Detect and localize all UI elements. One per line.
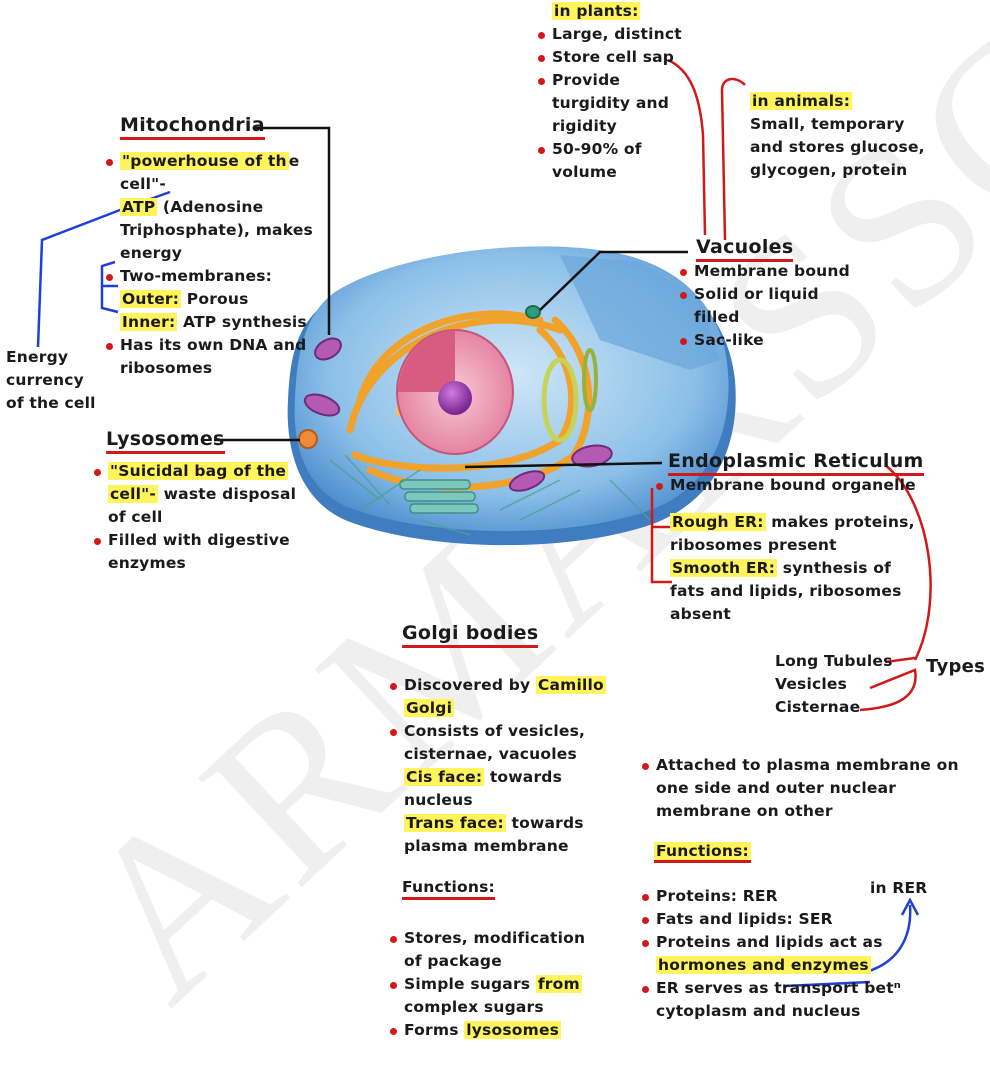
golgi-line: Trans face: towards [404, 814, 584, 832]
er-func: Proteins: RER [640, 885, 980, 908]
mitochondria-title: Mitochondria [104, 114, 344, 140]
er-functions-block: Functions: Proteins: RER Fats and lipids… [640, 840, 980, 1023]
er-types: Long Tubules Vesicles Cisternae [775, 650, 895, 719]
plants-item: 50-90% of [536, 138, 696, 161]
er-line: fats and lipids, ribosomes [670, 582, 902, 600]
golgi-block: Golgi bodies Discovered by Camillo Golgi… [388, 622, 628, 1042]
vacuole-point: Membrane bound [678, 260, 878, 283]
er-block: Endoplasmic Reticulum Membrane bound org… [654, 450, 984, 626]
connector-er [464, 461, 663, 469]
lyso-line: enzymes [108, 554, 186, 572]
mito-line: Inner: ATP synthesis [120, 313, 307, 331]
organelle-blobs [298, 305, 598, 449]
golgi-line: Discovered by Camillo [388, 674, 628, 697]
golgi-func: Forms lysosomes [388, 1019, 628, 1042]
animals-item: and stores glucose, [750, 138, 925, 156]
lyso-line: of cell [108, 508, 163, 526]
golgi-line: Golgi [404, 699, 455, 717]
golgi-line: plasma membrane [404, 837, 569, 855]
mito-line: Triphosphate), makes [120, 221, 313, 239]
mito-line: ATP (Adenosine [120, 198, 264, 216]
er-attached: Attached to plasma membrane on one side … [640, 754, 980, 823]
er-bracket [650, 464, 932, 661]
er-line: Smooth ER: synthesis of [670, 559, 892, 577]
golgi-line: nucleus [404, 791, 473, 809]
plants-item: Large, distinct [536, 23, 696, 46]
connector-animal-vacuole [720, 77, 746, 241]
mitochondria-illustration [303, 337, 613, 492]
vacuole-point: Sac-like [678, 329, 878, 352]
vacuole-plants-block: in plants: Large, distinct Store cell sa… [536, 0, 696, 184]
animals-heading: in animals: [750, 92, 853, 110]
animals-item: Small, temporary [750, 115, 905, 133]
er-func: Fats and lipids: SER [640, 908, 980, 931]
energy-note: Energy currency of the cell [6, 348, 96, 412]
golgi-func: of package [404, 952, 502, 970]
vacuole-animals-block: in animals: Small, temporary and stores … [750, 90, 950, 182]
plants-item: Provide [536, 69, 696, 92]
er-func: ER serves as transport betⁿ [640, 977, 980, 1000]
mito-line: Two-membranes: [104, 265, 344, 288]
lyso-line: "Suicidal bag of the [92, 460, 312, 483]
golgi-line: cisternae, vacuoles [404, 745, 577, 763]
er-title: Endoplasmic Reticulum [654, 450, 984, 476]
er-line: ribosomes present [670, 536, 837, 554]
plants-item: rigidity [552, 117, 617, 135]
in-rer-arrow [865, 904, 912, 974]
lysosomes-title: Lysosomes [92, 428, 312, 454]
vacuoles-title: Vacuoles [678, 236, 878, 262]
er-type: Cisternae [775, 698, 861, 716]
golgi-functions-title: Functions: [388, 876, 628, 900]
er-func: Proteins and lipids act as [640, 931, 980, 954]
connector-vacuoles [539, 250, 688, 311]
mito-line: ribosomes [120, 359, 213, 377]
golgi-title: Golgi bodies [388, 622, 628, 648]
vacuole-point: Solid or liquid [678, 283, 878, 306]
golgi-func: Simple sugars from [388, 973, 628, 996]
rer-underline [784, 980, 871, 988]
er-types-label: Types [926, 656, 986, 677]
in-rer-arrowhead [900, 897, 920, 916]
mito-line: energy [120, 244, 183, 262]
golgi-func: Stores, modification [388, 927, 628, 950]
golgi-line: Consists of vesicles, [388, 720, 628, 743]
types-arrows [859, 656, 917, 712]
plants-item: turgidity and [552, 94, 670, 112]
er-line: Rough ER: makes proteins, [670, 513, 915, 531]
er-type: Vesicles [775, 675, 848, 693]
golgi-func: complex sugars [404, 998, 544, 1016]
mito-line: Has its own DNA and [104, 334, 344, 357]
plants-item: volume [552, 163, 617, 181]
connector-mitochondria [255, 126, 331, 335]
golgi-line: Cis face: towards [404, 768, 563, 786]
er-func: cytoplasm and nucleus [656, 1002, 861, 1020]
er-line: absent [670, 605, 731, 623]
lyso-line: Filled with digestive [92, 529, 312, 552]
golgi-illustration [399, 479, 479, 514]
bracket-membranes [100, 260, 119, 314]
plants-heading: in plants: [552, 2, 641, 20]
er-func: hormones and enzymes [656, 956, 871, 974]
er-functions-title: Functions: [640, 840, 980, 863]
in-rer-label: in RER [870, 879, 928, 897]
er-type: Long Tubules [775, 652, 893, 670]
vacuole-point: filled [694, 308, 740, 326]
connector-plant-vacuole [667, 58, 707, 236]
mito-line: Outer: Porous [120, 290, 249, 308]
cytoskeleton [329, 454, 651, 536]
plants-item: Store cell sap [536, 46, 696, 69]
vacuoles-block: Vacuoles Membrane bound Solid or liquid … [678, 236, 878, 352]
lyso-line: cell"- waste disposal [108, 485, 297, 503]
animals-item: glycogen, protein [750, 161, 908, 179]
er-line: Membrane bound organelle [654, 474, 984, 497]
nucleus-illustration [396, 329, 514, 455]
lysosomes-block: Lysosomes "Suicidal bag of the cell"- wa… [92, 428, 312, 575]
